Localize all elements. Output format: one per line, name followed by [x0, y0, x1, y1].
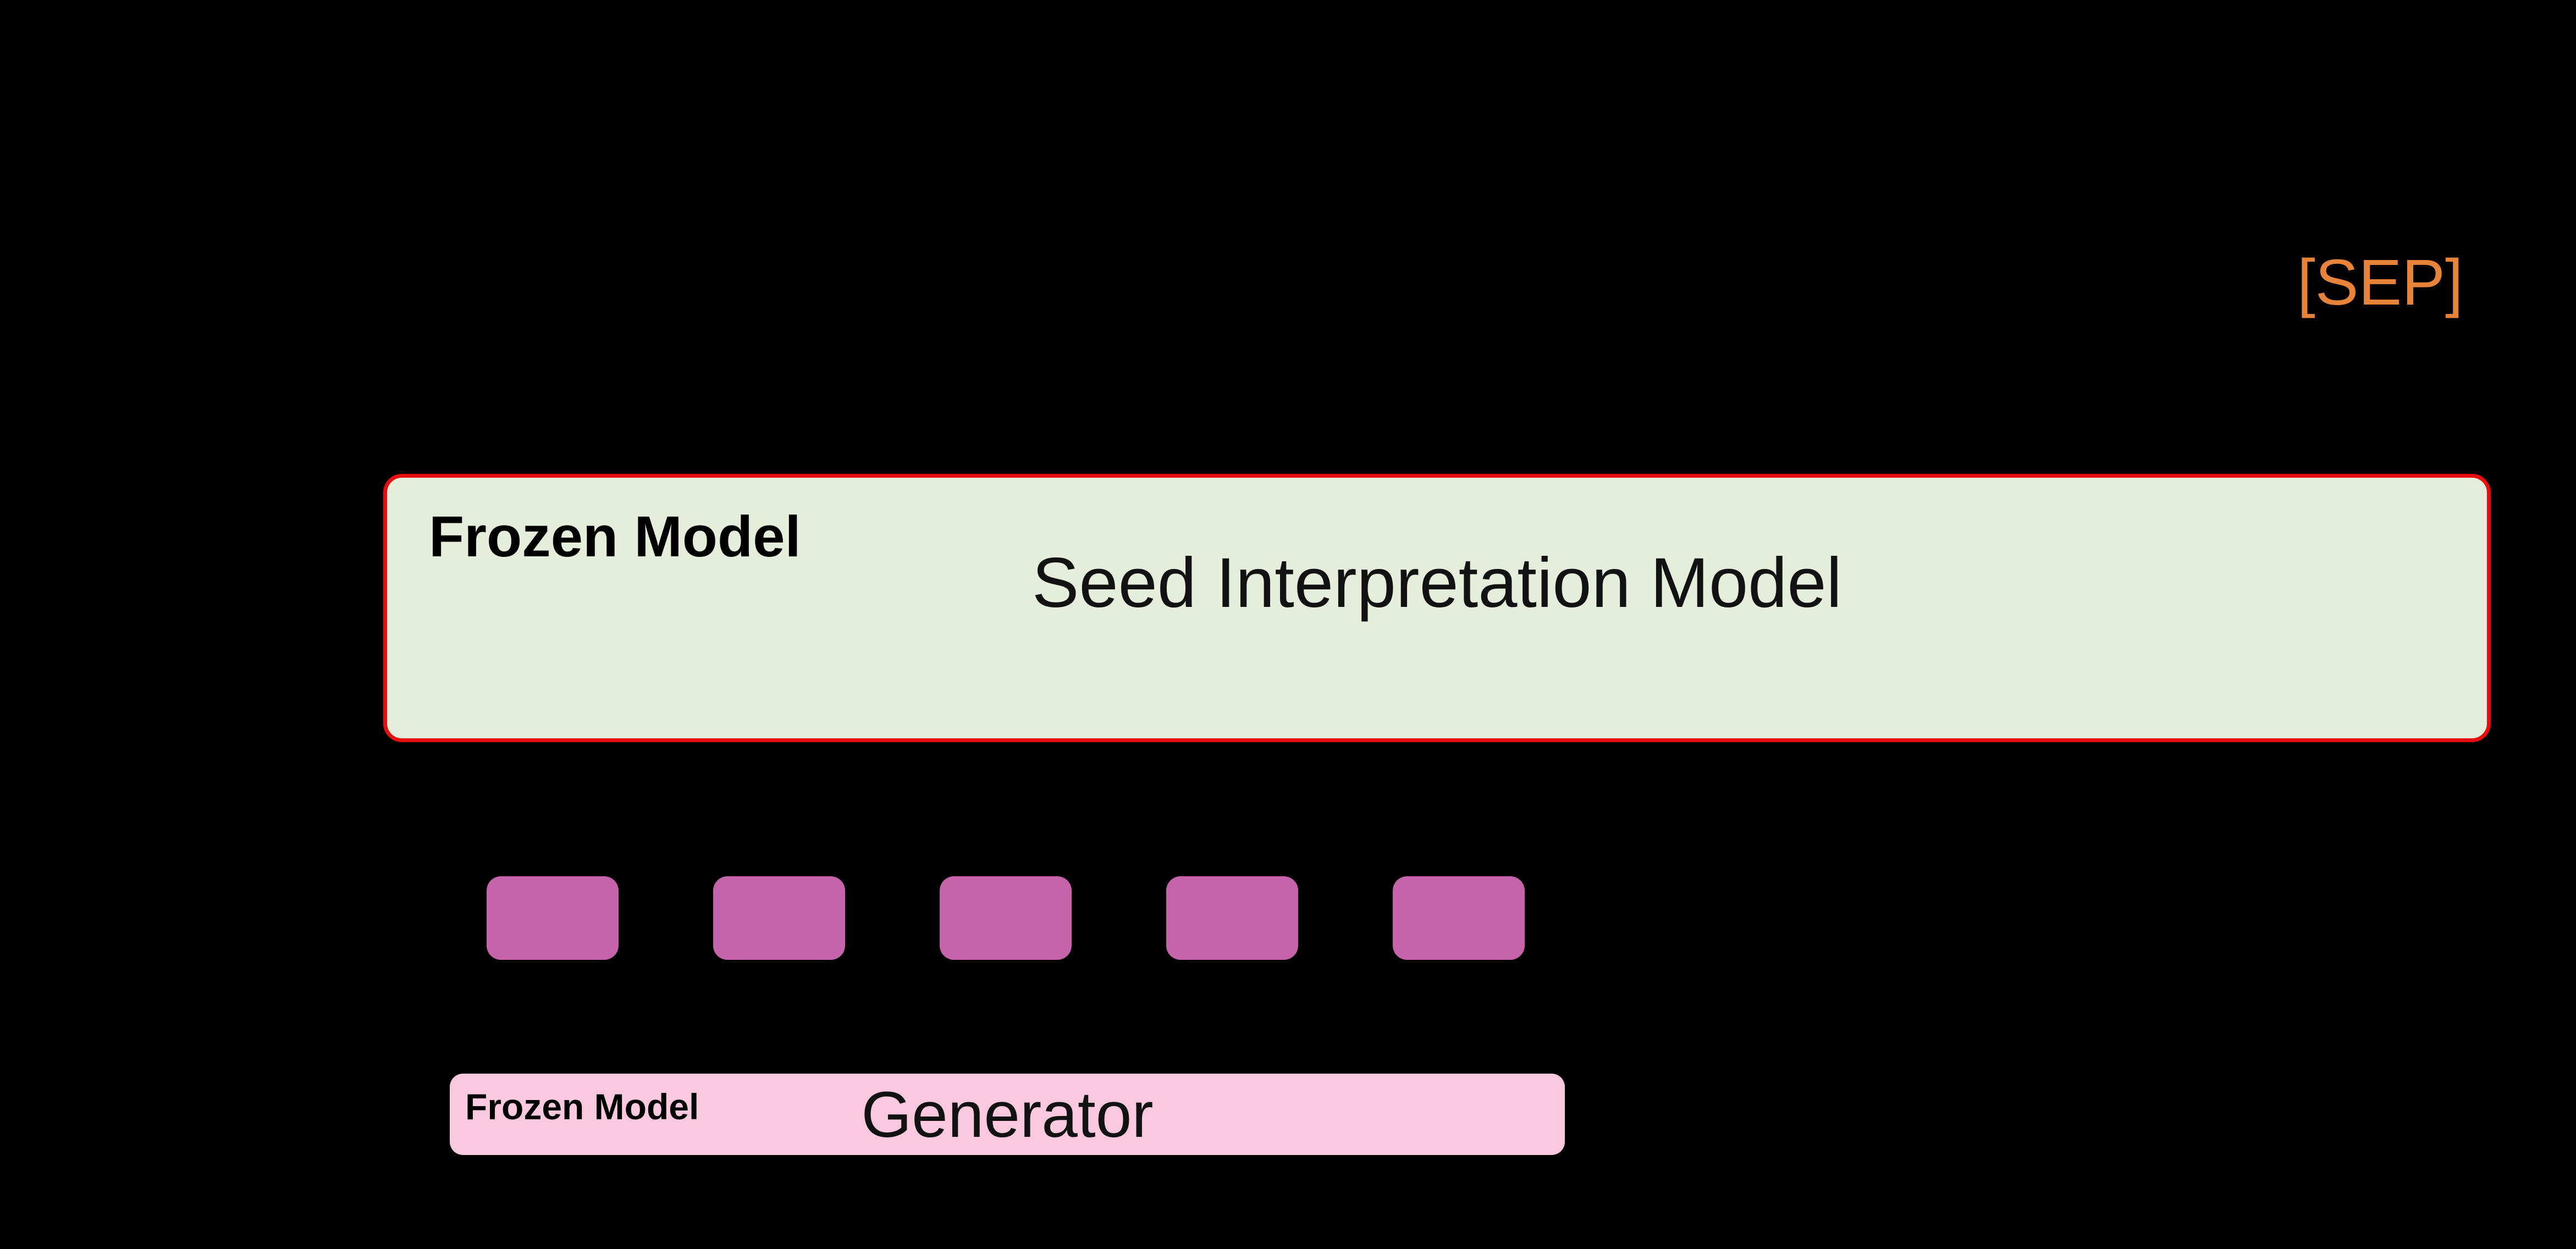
- embedding-block: [487, 876, 619, 960]
- frozen-model-badge-interpretation: Frozen Model: [429, 505, 801, 569]
- embedding-block: [940, 876, 1072, 960]
- frozen-model-badge-generator: Frozen Model: [465, 1086, 699, 1127]
- seed-interpretation-model-panel: Frozen Model Seed Interpretation Model: [383, 474, 2491, 742]
- generator-model-panel: Frozen Model Generator: [450, 1074, 1565, 1155]
- seed-interpretation-model-title: Seed Interpretation Model: [1032, 544, 1842, 622]
- sep-token-label: [SEP]: [2297, 246, 2463, 319]
- embedding-block: [1393, 876, 1525, 960]
- embedding-block: [713, 876, 845, 960]
- embedding-block: [1166, 876, 1298, 960]
- generator-model-title: Generator: [861, 1079, 1154, 1151]
